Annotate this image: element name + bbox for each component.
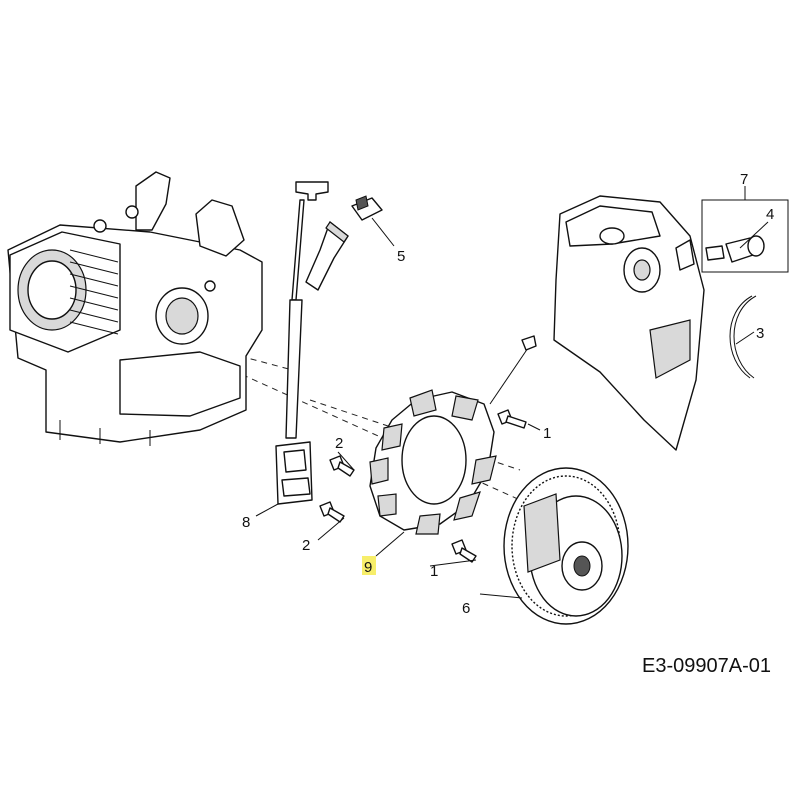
leader-lines [255, 186, 769, 599]
cooling-fins [69, 249, 119, 335]
bolt-2-lower [319, 501, 345, 523]
callout-5: 5 [397, 248, 405, 265]
callout-9: 9 [364, 559, 372, 576]
callout-2-lower: 2 [302, 537, 310, 554]
sensor-plug [351, 195, 383, 221]
blower-housing [553, 195, 705, 451]
bolt-1-lower [451, 539, 477, 563]
callout-6: 6 [462, 600, 470, 617]
callout-7: 7 [740, 171, 748, 188]
flywheel [503, 467, 629, 625]
wire-harness [729, 295, 757, 379]
callout-9-highlighted: 9 [362, 556, 376, 576]
switch-box [701, 199, 789, 273]
highlight-marker [362, 556, 376, 575]
drawing-reference-code: E3-09907A-01 [642, 655, 771, 677]
bolt-1-upper [497, 409, 527, 429]
engine-block [7, 171, 263, 446]
stator-coil [369, 335, 537, 535]
callout-4: 4 [766, 206, 774, 223]
callout-1-lower: 1 [430, 563, 438, 580]
callout-2-upper: 2 [335, 435, 343, 452]
callout-8: 8 [242, 514, 250, 531]
bolt-2-upper [329, 455, 355, 477]
ignition-coil-lead [275, 181, 349, 505]
callout-1-upper: 1 [543, 425, 551, 442]
callout-3: 3 [756, 325, 764, 342]
